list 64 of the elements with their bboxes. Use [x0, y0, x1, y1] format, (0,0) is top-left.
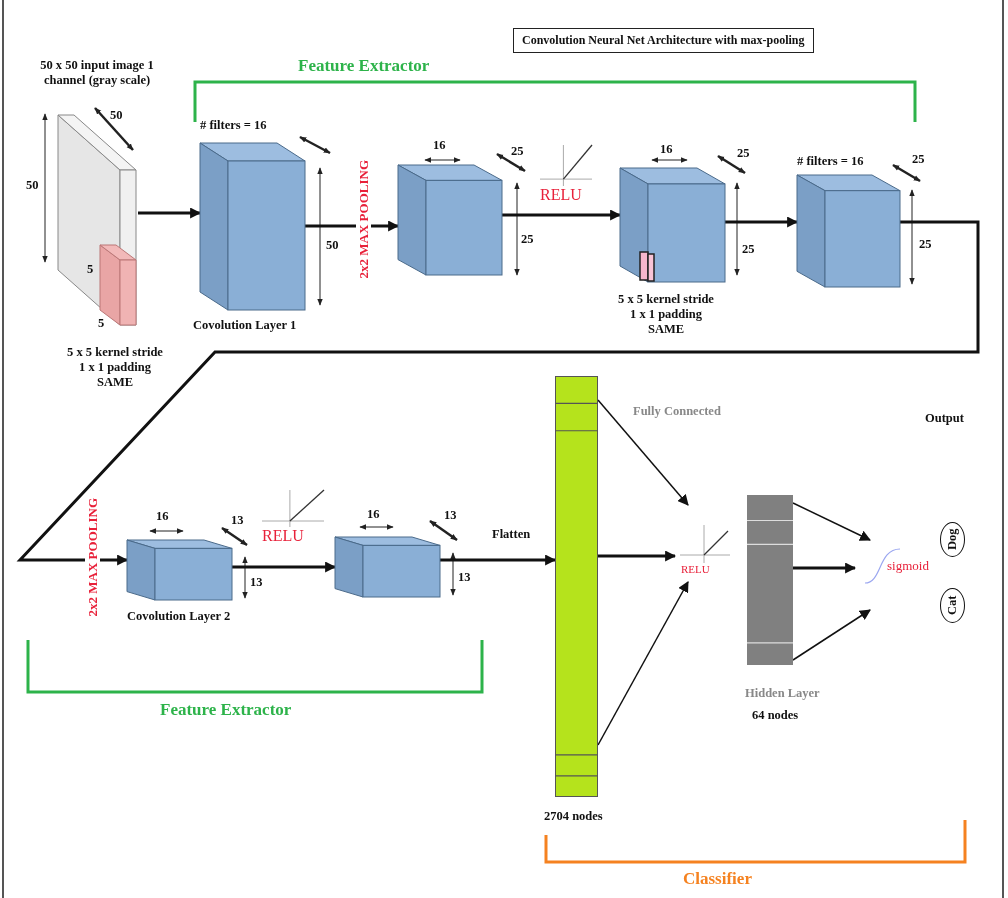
input-caption: 50 x 50 input image 1 channel (gray scale) — [39, 58, 155, 88]
arrow — [725, 216, 799, 228]
bracket-label: Feature Extractor — [298, 56, 430, 76]
filter-count: # filters = 16 — [200, 118, 267, 133]
dimension-label: 13 — [458, 570, 471, 585]
kernel-caption: 5 x 5 kernel stride 1 x 1 padding SAME — [617, 292, 715, 337]
feature-map-cube — [797, 175, 900, 287]
node-count: 2704 nodes — [544, 809, 603, 824]
dimension-label: 25 — [919, 237, 932, 252]
activation-label: sigmoid — [887, 558, 929, 573]
hidden-layer-bar — [747, 495, 793, 665]
kernel-caption: 5 x 5 kernel stride 1 x 1 padding SAME — [66, 345, 164, 390]
output-circle: Dog — [940, 522, 965, 557]
dimension-label: 5 — [98, 316, 105, 331]
dimension-label: 25 — [737, 146, 750, 161]
output-circle: Cat — [940, 588, 965, 623]
arrow — [138, 207, 202, 219]
arrow — [597, 581, 689, 746]
filter-count: # filters = 16 — [797, 154, 864, 169]
bracket-label: Classifier — [683, 869, 752, 889]
bracket-label: Feature Extractor — [160, 700, 292, 720]
feature-map-cube — [398, 165, 502, 275]
dimension-label: 50 — [110, 108, 123, 123]
edge-label: RELU — [262, 527, 304, 544]
dimension-label: 16 — [156, 509, 169, 524]
layer-caption: Covolution Layer 1 — [193, 318, 297, 333]
section-label: Fully Connected — [633, 404, 721, 419]
node-count: 64 nodes — [752, 708, 799, 723]
arrow — [792, 502, 871, 541]
dimension-label: 13 — [250, 575, 263, 590]
feature-map-cube — [620, 168, 725, 282]
edge-label: RELU — [540, 186, 582, 203]
edge-label: 2x2 MAX POOLING — [85, 498, 100, 617]
dimension-label: 50 — [26, 178, 39, 193]
dimension-label: 25 — [742, 242, 755, 257]
arrow — [305, 220, 400, 232]
title-box: Convolution Neural Net Architecture with max-pooling — [513, 28, 814, 53]
dimension-label: 13 — [231, 513, 244, 528]
arrow — [502, 209, 622, 221]
layer-caption: Covolution Layer 2 — [127, 609, 231, 624]
arrow — [793, 562, 857, 574]
section-label: Output — [925, 411, 964, 426]
activation-label: RELU — [681, 563, 710, 575]
dimension-label: 5 — [87, 262, 94, 277]
dimension-label: 16 — [433, 138, 446, 153]
dimension-label: 13 — [444, 508, 457, 523]
arrow — [232, 561, 337, 573]
dimension-label: 25 — [912, 152, 925, 167]
edge-label: 2x2 MAX POOLING — [356, 160, 371, 279]
arrow — [598, 550, 677, 562]
dimension-label: 25 — [521, 232, 534, 247]
arrow — [792, 609, 871, 661]
dimension-label: 16 — [660, 142, 673, 157]
feature-map-cube — [200, 143, 305, 310]
dimension-label: 16 — [367, 507, 380, 522]
feature-map-cube — [127, 540, 232, 600]
arrow — [597, 399, 689, 506]
dimension-label: 25 — [511, 144, 524, 159]
flatten-vector-bar — [555, 376, 598, 797]
arrow — [440, 554, 557, 566]
layer-caption: Hidden Layer — [745, 686, 820, 701]
feature-map-cube — [335, 537, 440, 597]
arrow — [16, 220, 980, 566]
dimension-label: 50 — [326, 238, 339, 253]
